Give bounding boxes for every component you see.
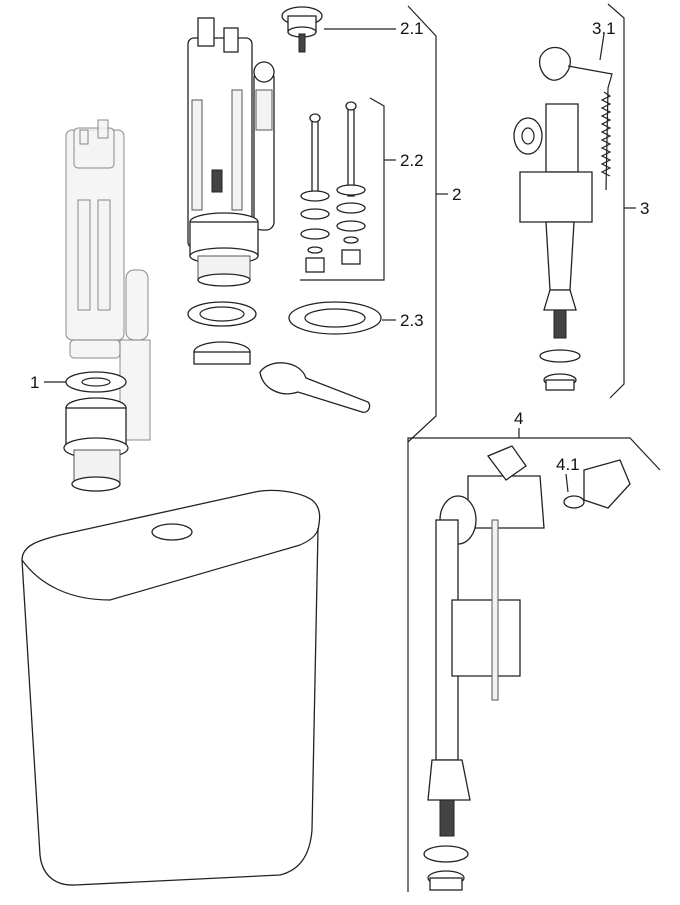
label-part-4: 4 (514, 409, 524, 428)
label-part-4-1: 4.1 (556, 455, 580, 474)
drain-valve-base (63, 397, 129, 492)
bracket-part-3 (599, 3, 636, 399)
part-2-1-button-cap (281, 6, 396, 53)
label-part-2-3: 2.3 (400, 311, 424, 330)
label-part-2-2: 2.2 (400, 151, 424, 170)
label-part-3: 3 (640, 199, 650, 218)
part-2-3-gasket-and-tools (187, 301, 396, 413)
flush-valve-assembled-ghost (65, 119, 151, 441)
part-4-fill-valve-float (407, 428, 661, 892)
cistern-tank (21, 489, 321, 886)
part-3-fill-valve (513, 46, 613, 391)
part-4-1-connector (563, 459, 631, 509)
label-part-2-1: 2.1 (400, 19, 424, 38)
label-part-1: 1 (30, 373, 40, 392)
part-2-2-screws-washers (300, 97, 396, 281)
bracket-part-2 (407, 5, 448, 443)
label-part-3-1: 3.1 (592, 19, 616, 38)
label-part-2: 2 (452, 185, 462, 204)
part-1-seal-ring (44, 371, 127, 393)
part-2-flush-valve (187, 17, 275, 287)
